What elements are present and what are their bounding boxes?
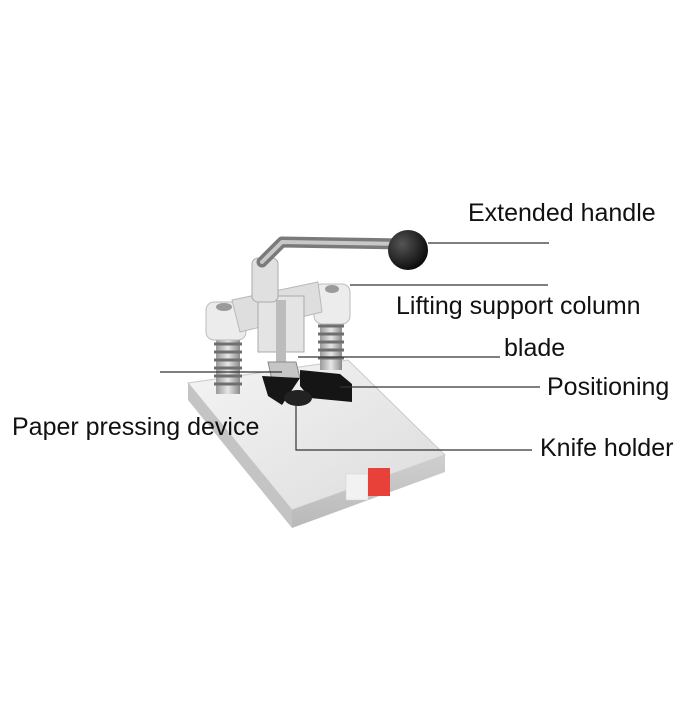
label-lifting-support-column: Lifting support column: [396, 292, 641, 320]
machine-head: [231, 257, 323, 370]
paper-pressing-pad: [284, 390, 312, 406]
label-knife-holder: Knife holder: [540, 434, 674, 462]
label-extended-handle: Extended handle: [468, 199, 656, 227]
extended-handle: [256, 230, 428, 270]
leader-line-knife-holder: [295, 405, 532, 451]
handle-knob: [388, 230, 428, 270]
base-label-white: [345, 473, 369, 501]
positioning-block: [300, 370, 352, 402]
machine-base: [187, 359, 446, 528]
base-label-red: [368, 468, 390, 496]
blade-assembly: [262, 361, 301, 405]
label-blade: blade: [504, 334, 566, 362]
label-positioning: Positioning: [547, 373, 670, 401]
label-paper-pressing-device: Paper pressing device: [12, 413, 260, 441]
